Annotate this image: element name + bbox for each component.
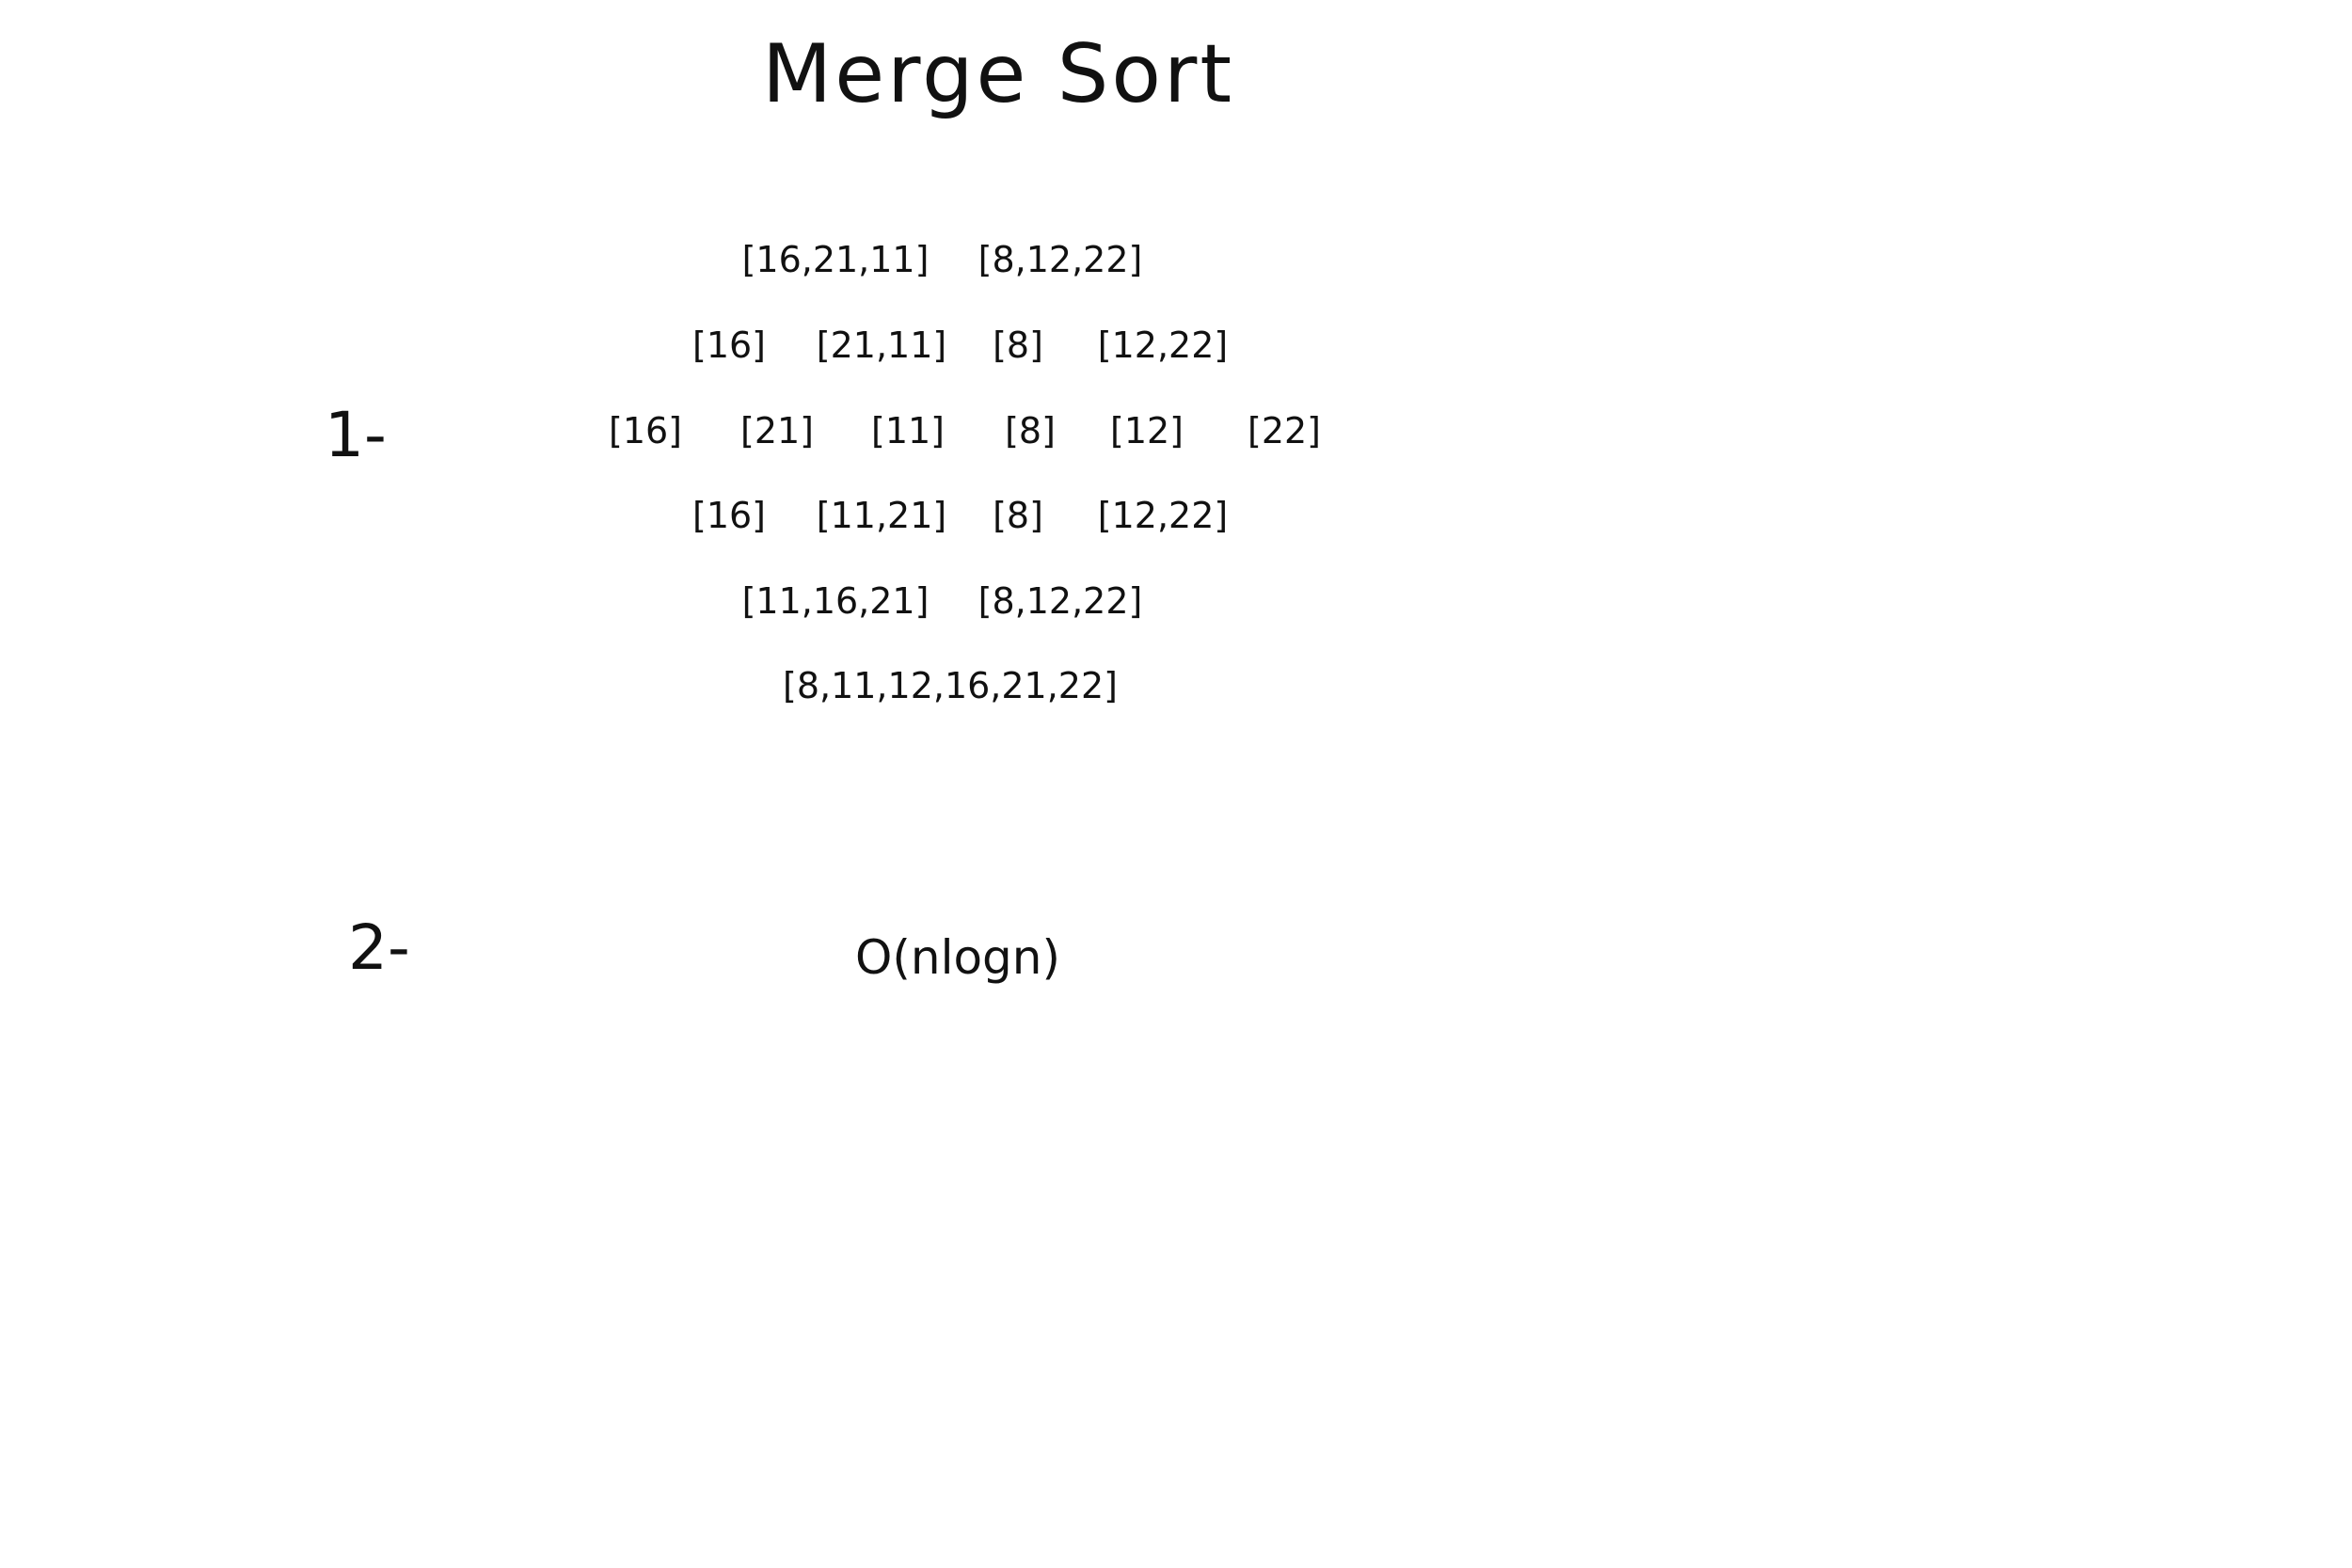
- single-element-array: [11]: [870, 410, 946, 451]
- merge-row-1-array: [8]: [993, 495, 1043, 536]
- single-element-array: [12]: [1109, 410, 1184, 451]
- page-title: Merge Sort: [762, 27, 1235, 121]
- single-element-array: [21]: [739, 410, 815, 451]
- question-2-number: 2-: [348, 911, 410, 984]
- merge-row-2-array: [8,12,22]: [977, 580, 1143, 622]
- question-1-number: 1-: [325, 399, 387, 471]
- split-row-1-array: [8,12,22]: [977, 239, 1143, 280]
- split-row-2-array: [12,22]: [1097, 325, 1229, 366]
- merge-row-1-array: [11,21]: [816, 495, 947, 536]
- single-element-array: [16]: [608, 410, 683, 451]
- complexity-answer: O(nlogn): [855, 930, 1060, 985]
- split-row-2-array: [21,11]: [816, 325, 947, 366]
- merge-row-1-array: [16]: [691, 495, 767, 536]
- split-row-2-array: [16]: [691, 325, 767, 366]
- merge-row-1-array: [12,22]: [1097, 495, 1229, 536]
- split-row-2-array: [8]: [993, 325, 1043, 366]
- single-element-array: [8]: [1005, 410, 1056, 451]
- sorted-array: [8,11,12,16,21,22]: [783, 665, 1118, 706]
- split-row-1-array: [16,21,11]: [741, 239, 930, 280]
- single-element-array: [22]: [1247, 410, 1322, 451]
- merge-row-2-array: [11,16,21]: [741, 580, 930, 622]
